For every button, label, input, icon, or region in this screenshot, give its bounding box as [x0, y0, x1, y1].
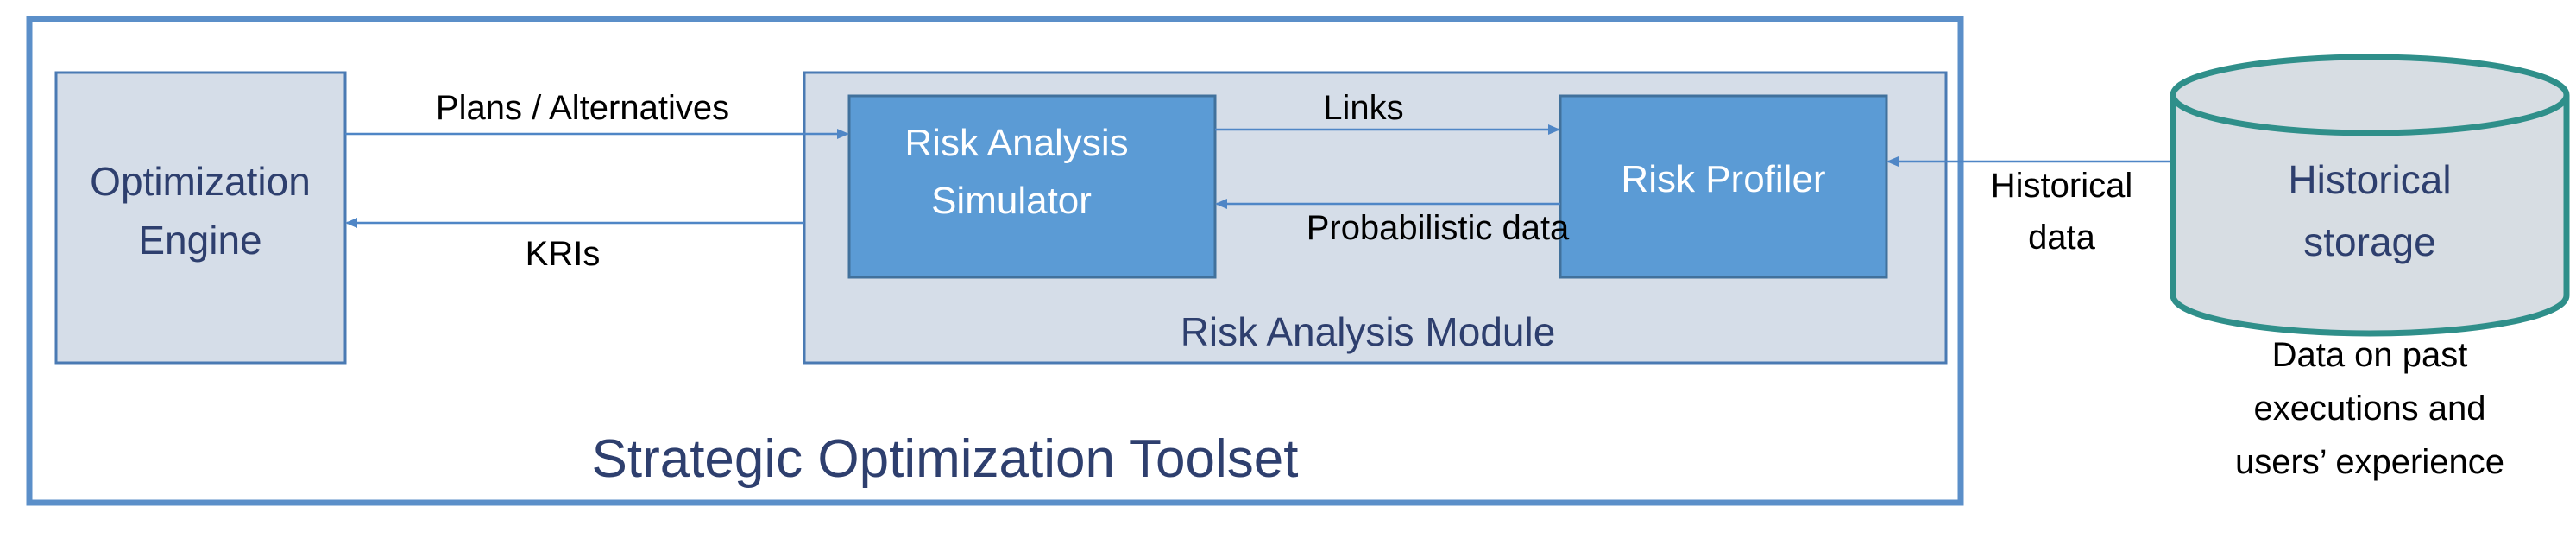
historical-storage-label-line1: Historical: [2288, 157, 2451, 202]
historical-data-label-line2: data: [2028, 219, 2096, 257]
storage-caption-line1: Data on past: [2272, 336, 2468, 374]
optimization-engine-label-line1: Optimization: [90, 159, 311, 204]
historical-data-label-line1: Historical: [1991, 167, 2132, 205]
storage-caption-line2: executions and: [2253, 390, 2485, 428]
risk-analysis-simulator-label-line1: Risk Analysis: [904, 122, 1128, 164]
kris-label: KRIs: [526, 235, 601, 273]
historical-storage-cylinder: [2170, 54, 2570, 337]
toolset-title: Strategic Optimization Toolset: [591, 429, 1298, 489]
optimization-engine-label-line2: Engine: [138, 218, 261, 263]
optimization-engine-box: [54, 71, 347, 365]
plans-alternatives-label: Plans / Alternatives: [436, 89, 729, 127]
storage-caption-line3: users’ experience: [2235, 443, 2504, 481]
historical-storage-label-line2: storage: [2303, 219, 2435, 264]
risk-analysis-simulator-label-line2: Simulator: [931, 180, 1092, 222]
links-label: Links: [1323, 89, 1403, 127]
risk-profiler-label: Risk Profiler: [1621, 158, 1825, 200]
risk-analysis-simulator-box: [847, 94, 1217, 279]
probabilistic-data-label: Probabilistic data: [1307, 209, 1570, 247]
risk-analysis-module-label: Risk Analysis Module: [1181, 309, 1556, 354]
risk-profiler-box: [1559, 94, 1888, 279]
